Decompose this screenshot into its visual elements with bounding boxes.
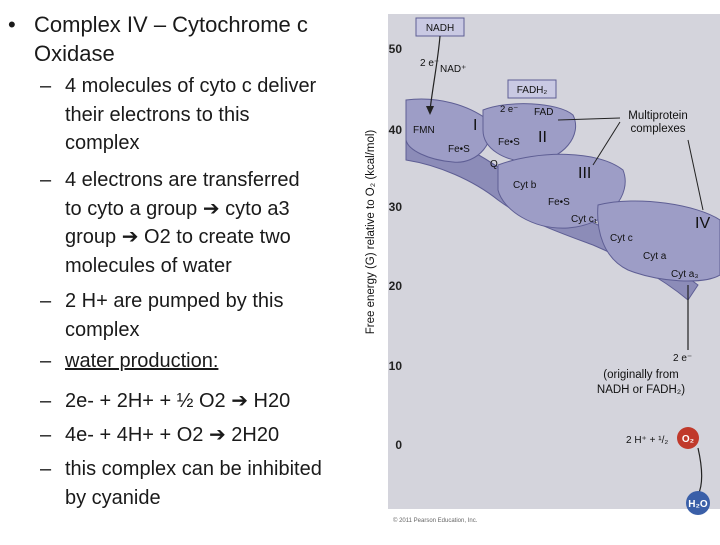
multiprotein-label: Multiprotein [628,110,687,122]
sub-bullet-line: molecules of water [65,254,232,277]
dash: – [40,424,52,446]
q-label: Q [490,159,498,170]
pointer-line [687,139,704,211]
fad-label: FAD [534,107,553,118]
y-tick: 50 [389,42,403,56]
cyt-a3-label: Cyt a₃ [671,269,698,280]
two-e-label: 2 e⁻ [420,58,439,69]
sub-bullet-line: this complex can be inhibited [65,458,322,480]
sub-bullet-line: complex [65,132,140,154]
y-tick: 0 [395,438,402,452]
copyright: © 2011 Pearson Education, Inc. [393,517,478,524]
two-e-bottom-label: 2 e⁻ [673,353,692,364]
pointer-line [592,121,621,166]
complex-ii-label: II [538,129,547,146]
fadh2-label: FADH₂ [517,85,548,96]
fes-label: Fe•S [498,137,520,148]
o2-label: O₂ [682,434,694,445]
sub-bullet-text: 4 electrons are transferred to cyto a gr… [65,166,355,280]
y-tick: 40 [389,123,403,137]
dash: – [40,458,52,480]
complex-iii-label: III [578,165,591,182]
dash: – [40,350,52,372]
complex-i-blob [405,98,491,163]
h2o-label: H₂O [688,499,708,510]
sub-bullet-text: 2e- + 2H+ + ½ O2 ➔ H20 [65,387,355,416]
complex-ii-blob [482,103,577,163]
nad-plus-label: NAD⁺ [440,64,466,75]
cyt-a-label: Cyt a [643,251,667,262]
dash: – [40,390,52,412]
nadh-label: NADH [426,23,454,34]
nadh-arrow [429,35,441,111]
y-tick: 20 [389,279,403,293]
sub-bullet-line: complex [65,318,140,341]
bullet-symbol: • [8,12,16,37]
sub-bullet-line: to cyto a group ➔ cyto a3 [65,197,290,220]
arrowhead [426,106,434,115]
cyt-b-label: Cyt b [513,180,537,191]
complex-iv-blob [597,200,720,282]
multiprotein-label: complexes [631,123,686,135]
complex-iv-label: IV [695,215,710,232]
bullet-heading: Complex IV – Cytochrome c Oxidase [34,12,308,66]
complex-i-label: I [473,117,477,134]
dash: – [40,290,52,312]
y-tick: 30 [389,200,403,214]
fes-label: Fe•S [548,197,570,208]
sub-bullet-text: water production: [65,347,355,376]
fmn-label: FMN [413,125,435,136]
sub-bullet-line: 4e- + 4H+ + O2 ➔ 2H20 [65,424,280,446]
sub-bullet-line: group ➔ O2 to create two [65,226,291,248]
y-tick: 10 [389,359,403,373]
sub-bullet-line: 2 H+ are pumped by this [65,290,284,312]
pointer-line [557,117,621,121]
o2-circle [677,427,699,449]
etc-svg: Free energy (G) relative to O₂ (kcal/mol… [365,14,720,524]
fes-label: Fe•S [448,144,470,155]
etc-diagram: Free energy (G) relative to O₂ (kcal/mol… [358,0,720,540]
protons-label: 2 H⁺ + ¹/₂ [626,435,668,446]
sub-bullet-line: 2e- + 2H+ + ½ O2 ➔ H20 [65,390,291,412]
sub-bullet-line: water production: [65,350,219,372]
sub-bullet-line: by cyanide [65,486,161,509]
sub-bullet-line: 4 electrons are transferred [65,169,300,191]
originally-label: (originally from [603,369,678,381]
cyt-c1-label: Cyt c₁ [571,214,598,225]
sub-bullet-line: 4 molecules of cyto c deliver [65,75,317,97]
two-e-fad-label: 2 e⁻ [500,104,518,115]
dash: – [40,169,52,191]
y-axis-label: Free energy (G) relative to O₂ (kcal/mol… [365,130,377,335]
fadh2-box [507,79,557,99]
sub-bullet-text: this complex can be inhibited by cyanide [65,455,355,512]
dash: – [40,75,52,97]
slide-text: • Complex IV – Cytochrome c Oxidase – 4 … [0,0,360,540]
h2o-circle [686,491,710,515]
sub-bullet-text: 4 molecules of cyto c deliver their elec… [65,72,355,158]
sub-bullet-text: 4e- + 4H+ + O2 ➔ 2H20 [65,421,355,450]
cyt-c-label: Cyt c [610,233,633,244]
originally-label: NADH or FADH₂) [597,384,685,396]
sub-bullet-line: their electrons to this [65,103,250,126]
sub-bullet-text: 2 H+ are pumped by this complex [65,287,355,344]
